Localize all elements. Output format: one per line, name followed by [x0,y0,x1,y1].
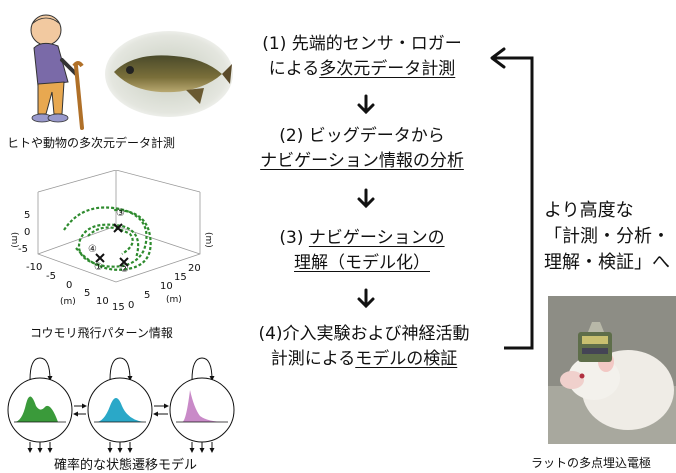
marker-3: ③ [116,208,125,219]
caption-bat: コウモリ飛行パターン情報 [30,326,173,340]
z-tick-3: -5 [18,244,28,255]
y-tick-1: 0 [128,300,134,311]
caption-model: 確率的な状態遷移モデル [54,458,198,473]
z-tick-2: 0 [24,227,30,238]
marker-1: ① [94,262,103,273]
z-unit-right: (m) [203,232,213,248]
feedback-line3: 理解・検証」へ [544,252,670,273]
x-tick-1: -10 [26,262,42,273]
z-tick-1: 5 [24,210,30,221]
step-4-underlined: モデルの検証 [355,349,458,369]
caption-human-animal: ヒトや動物の多次元データ計測 [7,136,176,150]
step-2-underlined: ナビゲーション情報の分析 [260,151,464,171]
state-transition-diagram [7,357,235,453]
y-tick-5: 20 [188,263,201,274]
x-tick-6: 15 [112,302,125,313]
arrow-down-3 [357,288,375,309]
marker-4: ④ [88,244,97,255]
elderly-person-illustration [30,14,84,130]
step-4: (4)介入実験および神経活動 計測によるモデルの検証 [226,322,502,372]
x-unit: (m) [60,297,76,307]
step-3-underlined-2: 理解（モデル化） [294,253,430,273]
step-1: (1) 先端的センサ・ロガー による多次元データ計測 [232,32,492,82]
step-3-prefix: (3) [279,228,309,248]
step-4-line1: (4)介入実験および神経活動 [258,324,470,344]
x-tick-5: 10 [96,296,109,307]
y-tick-2: 5 [144,290,150,301]
step-4-prefix: 計測による [270,349,356,369]
arrow-down-1 [357,94,375,115]
feedback-line1: より高度な [544,200,634,221]
y-unit: (m) [166,295,182,305]
bat-flight-3d-plot: 5 0 -5 (m) (m) -10 -5 0 5 10 15 (m) 0 5 … [9,170,213,313]
feedback-line2: 「計測・分析・ [544,226,670,247]
step-1-line1: (1) 先端的センサ・ロガー [262,34,462,54]
step-3: (3) ナビゲーションの 理解（モデル化） [232,226,492,276]
arrow-down-2 [357,188,375,209]
y-tick-4: 15 [174,272,187,283]
z-unit-left: (m) [9,232,19,248]
step-1-underlined: 多次元データ計測 [319,59,456,79]
x-tick-2: -5 [46,271,56,282]
marker-2: ② [120,264,129,275]
step-2-line1: (2) ビッグデータから [279,126,445,146]
feedback-loop-arrow [490,47,534,350]
caption-rat: ラットの多点埋込電極 [531,456,652,470]
x-tick-4: 5 [84,288,90,299]
feedback-text: より高度な 「計測・分析・ 理解・検証」へ [544,198,670,276]
step-3-underlined-1: ナビゲーションの [308,228,445,248]
x-tick-3: 0 [66,280,72,291]
carp-fish-photo [105,31,233,117]
step-1-prefix: による [268,59,320,79]
step-2: (2) ビッグデータから ナビゲーション情報の分析 [220,124,504,174]
y-tick-3: 10 [160,281,173,292]
rat-with-electrode-photo [548,296,676,444]
